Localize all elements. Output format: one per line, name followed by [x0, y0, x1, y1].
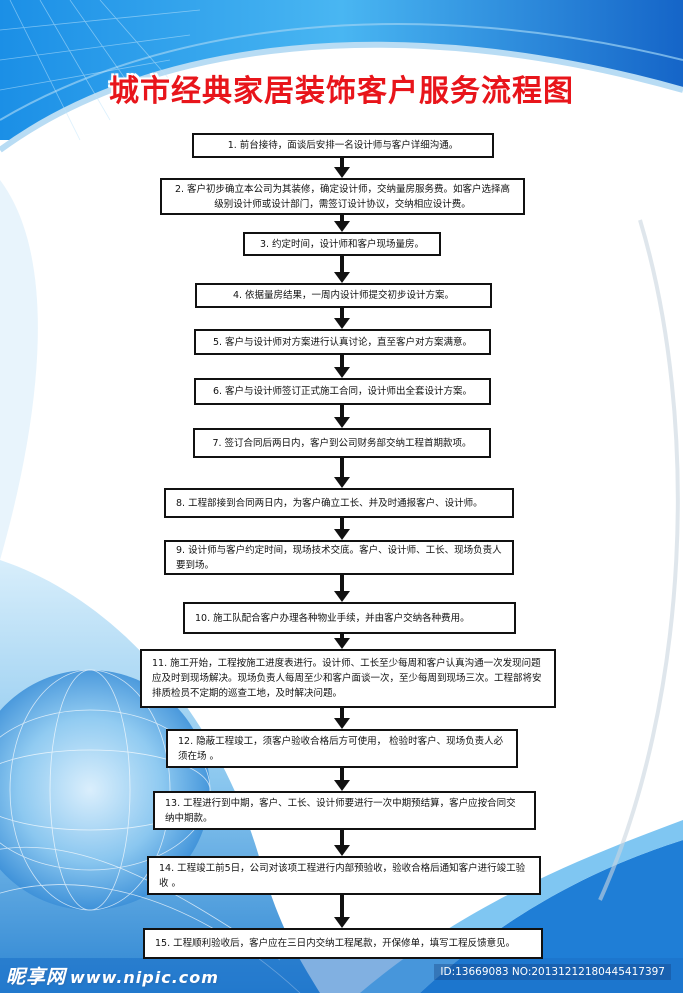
flow-arrow [334, 256, 350, 283]
flow-arrow [334, 355, 350, 378]
flow-step-4: 4. 依据量房结果，一周内设计师提交初步设计方案。 [195, 283, 492, 308]
flow-step-label: 8. 工程部接到合同两日内，为客户确立工长、并及时通报客户、设计师。 [176, 497, 483, 509]
flow-step-label: 3. 约定时间，设计师和客户现场量房。 [259, 238, 425, 250]
flow-step-6: 6. 客户与设计师签订正式施工合同，设计师出全套设计方案。 [194, 378, 491, 405]
footer-image-id: ID:13669083 NO:20131212180445417397 [434, 964, 671, 980]
flow-step-14: 14. 工程竣工前5日，公司对该项工程进行内部预验收，验收合格后通知客户进行竣工… [147, 856, 541, 895]
flow-arrow [334, 575, 350, 602]
flow-arrow [334, 895, 350, 928]
flow-arrow [334, 518, 350, 540]
flow-step-label: 1. 前台接待，面谈后安排一名设计师与客户详细沟通。 [227, 140, 459, 151]
flow-step-10: 10. 施工队配合客户办理各种物业手续，并由客户交纳各种费用。 [183, 602, 516, 634]
flow-step-13: 13. 工程进行到中期，客户、工长、设计师要进行一次中期预结算，客户应按合同交纳… [153, 791, 536, 830]
flow-step-label: 12. 隐蔽工程竣工，须客户验收合格后方可使用， 检验时客户、现场负责人必须在场… [178, 735, 504, 762]
flow-arrow [334, 830, 350, 856]
flow-step-label: 13. 工程进行到中期，客户、工长、设计师要进行一次中期预结算，客户应按合同交纳… [165, 797, 516, 824]
flow-step-11: 11. 施工开始，工程按施工进度表进行。设计师、工长至少每周和客户认真沟通一次发… [140, 649, 556, 708]
flow-step-12: 12. 隐蔽工程竣工，须客户验收合格后方可使用， 检验时客户、现场负责人必须在场… [166, 729, 518, 768]
flow-arrow [334, 768, 350, 791]
flow-step-9: 9. 设计师与客户约定时间，现场技术交底。客户、设计师、工长、现场负责人要到场。 [164, 540, 514, 575]
flow-step-label: 14. 工程竣工前5日，公司对该项工程进行内部预验收，验收合格后通知客户进行竣工… [159, 862, 526, 889]
flow-step-2: 2. 客户初步确立本公司为其装修，确定设计师，交纳量房服务费。如客户选择高级别设… [160, 178, 525, 215]
flow-arrow [334, 158, 350, 178]
flow-step-label: 6. 客户与设计师签订正式施工合同，设计师出全套设计方案。 [212, 386, 473, 397]
flow-step-label: 10. 施工队配合客户办理各种物业手续，并由客户交纳各种费用。 [195, 612, 470, 624]
footer-url: www.nipic.com [70, 968, 219, 987]
flow-step-1: 1. 前台接待，面谈后安排一名设计师与客户详细沟通。 [192, 133, 494, 158]
flow-step-label: 11. 施工开始，工程按施工进度表进行。设计师、工长至少每周和客户认真沟通一次发… [152, 658, 542, 699]
flow-step-label: 7. 签订合同后两日内，客户到公司财务部交纳工程首期款项。 [212, 437, 472, 449]
flow-step-8: 8. 工程部接到合同两日内，为客户确立工长、并及时通报客户、设计师。 [164, 488, 514, 518]
flow-arrow [334, 308, 350, 329]
flow-arrow [334, 634, 350, 649]
flow-step-label: 5. 客户与设计师对方案进行认真讨论，直至客户对方案满意。 [212, 336, 473, 348]
flow-arrow [334, 708, 350, 729]
flow-step-3: 3. 约定时间，设计师和客户现场量房。 [243, 232, 441, 256]
flow-step-5: 5. 客户与设计师对方案进行认真讨论，直至客户对方案满意。 [194, 329, 491, 355]
flow-arrow [334, 405, 350, 428]
flow-arrow [334, 458, 350, 488]
flow-step-label: 9. 设计师与客户约定时间，现场技术交底。客户、设计师、工长、现场负责人要到场。 [176, 544, 502, 571]
page-title: 城市经典家居装饰客户服务流程图 [109, 74, 574, 109]
flow-step-label: 4. 依据量房结果，一周内设计师提交初步设计方案。 [232, 290, 455, 301]
flow-step-label: 15. 工程顺利验收后，客户应在三日内交纳工程尾款，开保修单，填写工程反馈意见。 [155, 938, 516, 949]
footer-logo-text: 昵享网 [6, 966, 67, 988]
flow-step-7: 7. 签订合同后两日内，客户到公司财务部交纳工程首期款项。 [193, 428, 491, 458]
flow-step-15: 15. 工程顺利验收后，客户应在三日内交纳工程尾款，开保修单，填写工程反馈意见。 [143, 928, 543, 959]
flow-step-label: 2. 客户初步确立本公司为其装修，确定设计师，交纳量房服务费。如客户选择高级别设… [174, 183, 511, 210]
flow-arrow [334, 215, 350, 232]
